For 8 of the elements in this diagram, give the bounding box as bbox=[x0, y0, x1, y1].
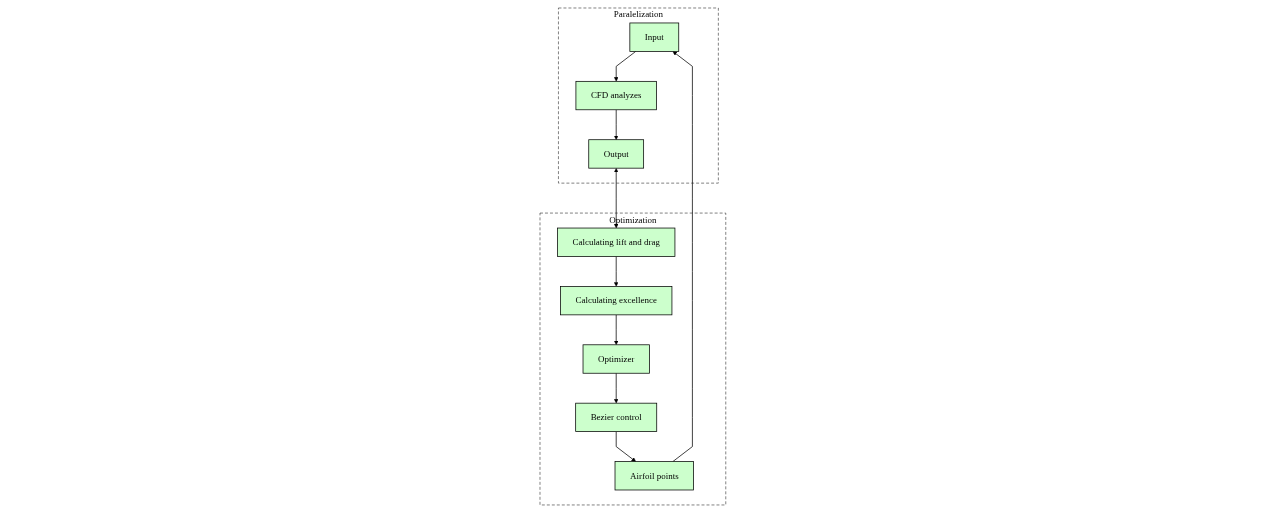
node-box: Bezier control bbox=[575, 402, 658, 432]
node-box: Calculating excellence bbox=[560, 286, 673, 316]
node-box: Airfoil points bbox=[614, 461, 695, 491]
node-box: Input bbox=[629, 22, 680, 52]
node-box: Output bbox=[588, 139, 645, 169]
node-box: Calculating lift and drag bbox=[557, 227, 676, 257]
node-box: CFD analyzes bbox=[575, 81, 657, 111]
node-box: Optimizer bbox=[582, 344, 650, 374]
